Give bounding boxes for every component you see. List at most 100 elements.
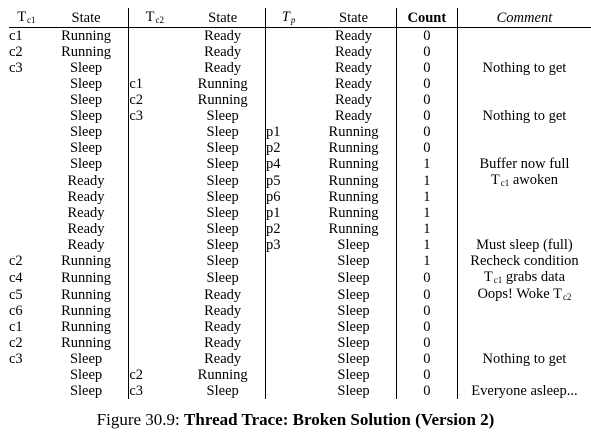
cell-comment (456, 140, 591, 156)
cell-comment (456, 205, 591, 221)
cell-tp: p2 (264, 140, 312, 156)
cell-state-c1: Sleep (69, 108, 103, 124)
cell-tc2: c3 (128, 383, 181, 399)
cell-state-p: Sleep (337, 367, 370, 383)
cell-tp (264, 76, 312, 92)
cell-tc2 (128, 140, 181, 156)
cell-state-c2: Running (197, 367, 248, 383)
cell-tp (264, 27, 312, 44)
cell-state-c1: Sleep (69, 76, 103, 92)
cell-count: 1 (395, 189, 458, 205)
header-state-c1: State (43, 8, 129, 28)
cell-tc1: c3 (9, 60, 23, 76)
cell-count: 0 (395, 108, 458, 124)
cell-comment (456, 189, 591, 205)
cell-tp (264, 335, 312, 351)
cell-state-p: Sleep (337, 286, 370, 303)
cell-state-p: Running (328, 156, 379, 172)
cell-state-c1: Sleep (69, 140, 103, 156)
header-count: Count (395, 8, 458, 28)
cell-state-p: Running (328, 172, 379, 189)
cell-comment: Tc1 awoken (456, 172, 591, 189)
cell-state-p: Running (328, 189, 379, 205)
cell-tp: p1 (264, 124, 312, 140)
cell-state-c1: Running (61, 253, 112, 269)
cell-comment: Tc1 grabs data (456, 269, 591, 286)
cell-state-c1: Sleep (69, 367, 103, 383)
cell-count: 0 (395, 92, 458, 108)
cell-comment (456, 221, 591, 237)
cell-state-c1: Sleep (69, 351, 103, 367)
cell-state-c1: Ready (67, 237, 105, 253)
cell-tp (264, 367, 312, 383)
cell-count: 0 (395, 351, 458, 367)
cell-comment (456, 76, 591, 92)
cell-state-p: Sleep (337, 335, 370, 351)
cell-tc1 (9, 124, 44, 140)
cell-state-c2: Sleep (206, 221, 239, 237)
cell-tp (264, 92, 312, 108)
cell-tc1: c2 (9, 253, 23, 269)
cell-comment (456, 27, 591, 44)
cell-comment (456, 92, 591, 108)
cell-tc2: c2 (128, 92, 181, 108)
cell-state-c1: Sleep (69, 156, 103, 172)
cell-state-c2: Ready (204, 351, 242, 367)
cell-state-c2: Ready (204, 319, 242, 335)
cell-state-c1: Running (61, 303, 112, 319)
cell-tp (264, 383, 312, 399)
cell-tp (264, 351, 312, 367)
cell-tc2 (128, 27, 181, 44)
cell-tp: p3 (264, 237, 312, 253)
cell-tc1 (9, 383, 44, 399)
cell-tc2 (128, 60, 181, 76)
cell-tc2 (128, 172, 181, 189)
header-state-c2: State (180, 8, 266, 28)
header-tc2: Tc2 (128, 8, 181, 28)
cell-state-c2: Sleep (206, 140, 239, 156)
cell-tc2 (128, 253, 181, 269)
cell-state-c1: Ready (67, 172, 105, 189)
cell-comment: Recheck condition (456, 253, 591, 269)
cell-comment: Nothing to get (456, 351, 591, 367)
cell-tc1 (9, 189, 44, 205)
cell-state-c1: Ready (67, 221, 105, 237)
cell-count: 1 (395, 221, 458, 237)
cell-tp (264, 108, 312, 124)
cell-state-c2: Ready (204, 286, 242, 303)
cell-comment (456, 303, 591, 319)
cell-state-c1: Ready (67, 189, 105, 205)
cell-tc2 (128, 351, 181, 367)
cell-state-c2: Sleep (206, 156, 239, 172)
cell-tc2 (128, 286, 181, 303)
cell-state-c2: Sleep (206, 383, 239, 399)
cell-state-p: Ready (335, 60, 373, 76)
cell-count: 1 (395, 172, 458, 189)
cell-comment (456, 124, 591, 140)
cell-state-p: Ready (335, 76, 373, 92)
cell-state-c2: Ready (204, 335, 242, 351)
cell-tc1 (9, 221, 44, 237)
cell-state-c1: Running (61, 319, 112, 335)
cell-state-c1: Running (61, 44, 112, 60)
cell-tc2 (128, 303, 181, 319)
cell-tc2 (128, 44, 181, 60)
cell-state-p: Sleep (337, 319, 370, 335)
figure-label: Figure 30.9: (96, 410, 180, 429)
cell-state-c2: Sleep (206, 269, 239, 286)
cell-state-c2: Sleep (206, 253, 239, 269)
